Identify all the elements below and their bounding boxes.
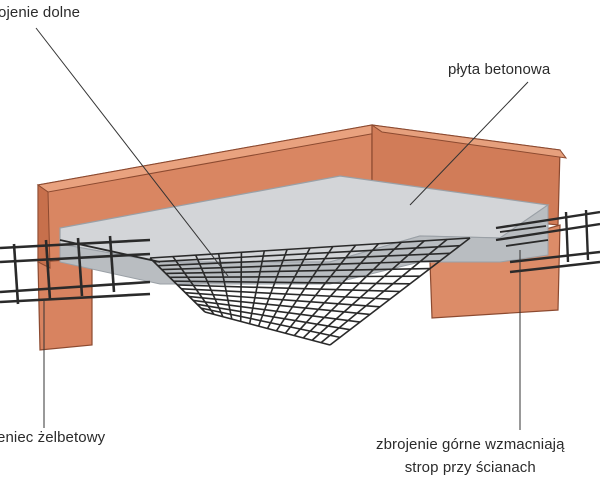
label-bottom-reinforcement: ojenie dolne bbox=[0, 4, 81, 21]
mesh-bar bbox=[204, 311, 331, 346]
mesh-bar bbox=[311, 240, 425, 341]
leader-lines bbox=[35, 27, 529, 430]
top-reinforcement bbox=[59, 225, 549, 263]
label-ring-beam: eniec żelbetowy bbox=[0, 429, 106, 446]
bottom-reinforcement-mesh bbox=[149, 237, 471, 346]
mesh-bar bbox=[329, 237, 471, 346]
mesh-bar bbox=[193, 299, 361, 323]
mesh-bar bbox=[266, 247, 311, 329]
mesh-bar bbox=[275, 246, 334, 332]
label-top-reinforcement: zbrojenie górne wzmacniają strop przy śc… bbox=[376, 433, 565, 479]
label-top-reinforcement-line1: zbrojenie górne wzmacniają bbox=[376, 436, 565, 453]
mesh-bar bbox=[284, 244, 357, 334]
mesh-bar bbox=[293, 243, 380, 337]
mesh-bar bbox=[302, 241, 402, 339]
label-top-reinforcement-line2: strop przy ścianach bbox=[404, 459, 536, 476]
mesh-bar bbox=[200, 307, 341, 339]
mesh-bar bbox=[197, 303, 351, 331]
mesh-bar bbox=[189, 295, 371, 316]
mesh-bar bbox=[185, 291, 381, 308]
mesh-bar bbox=[320, 238, 448, 344]
ring-beam-rebar-right bbox=[495, 209, 600, 274]
ring-beam-rebar-left bbox=[0, 235, 151, 305]
mesh-bar bbox=[181, 288, 391, 300]
label-concrete-slab: płyta betonowa bbox=[448, 61, 551, 78]
